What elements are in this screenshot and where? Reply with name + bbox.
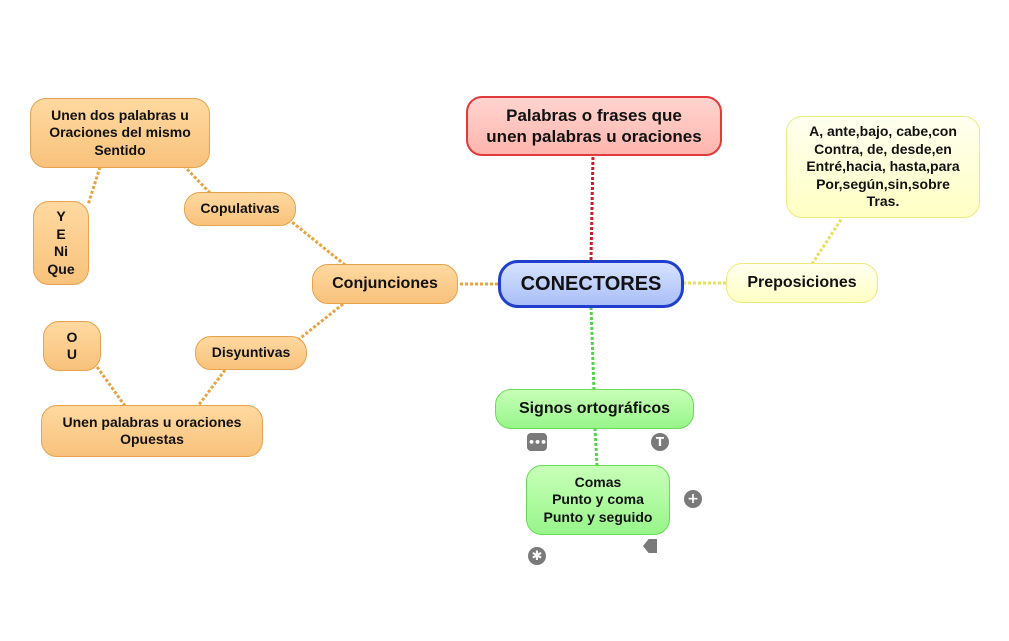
preposiciones-node[interactable]: Preposiciones [726,263,878,303]
link-desc-ou [93,363,127,407]
copulativas-label: Copulativas [200,200,280,217]
asterisk-icon[interactable]: ✱ [528,547,546,565]
link-center-definition [589,154,595,261]
disyuntivas-desc-label: Unen palabras u oraciones Opuestas [62,413,242,448]
copulativas-desc-label: Unen dos palabras u Oraciones del mismo … [49,106,191,158]
definition-node[interactable]: Palabras o frases que unen palabras u or… [466,96,722,156]
disyuntivas-label: Disyuntivas [211,344,291,361]
link-center-signos [589,306,596,391]
conjunciones-label: Conjunciones [332,275,438,292]
notes-icon[interactable]: ••• [527,433,547,451]
signos-examples-label: Comas Punto y coma Punto y seguido [543,473,653,525]
signos-examples-node[interactable]: Comas Punto y coma Punto y seguido [526,465,670,535]
disyuntivas-examples-node[interactable]: O U [43,321,101,371]
signos-label: Signos ortográficos [518,400,671,417]
plus-icon[interactable]: + [684,490,702,508]
text-icon[interactable]: T [651,433,669,451]
center-node[interactable]: CONECTORES [498,260,684,308]
link-signos-ejemplos [593,427,599,467]
copulativas-desc-node[interactable]: Unen dos palabras u Oraciones del mismo … [30,98,210,168]
conjunciones-node[interactable]: Conjunciones [312,264,458,304]
disyuntivas-node[interactable]: Disyuntivas [195,336,307,370]
link-conjunciones-copulativas [291,220,346,267]
preposiciones-examples-node[interactable]: A, ante,bajo, cabe,con Contra, de, desde… [786,116,980,218]
copulativas-examples-node[interactable]: Y E Ni Que [33,201,89,285]
copulativas-node[interactable]: Copulativas [184,192,296,226]
signos-node[interactable]: Signos ortográficos [495,389,694,429]
tag-icon[interactable] [643,539,657,553]
center-label: CONECTORES [520,272,662,295]
link-preposiciones-ejemplos [810,217,844,265]
preposiciones-label: Preposiciones [747,274,857,291]
link-copulativas-desc [183,165,212,195]
disyuntivas-examples-label: O U [66,328,78,363]
link-conjunciones-disyuntivas [297,302,344,342]
definition-label: Palabras o frases que unen palabras u or… [486,105,702,146]
preposiciones-examples-label: A, ante,bajo, cabe,con Contra, de, desde… [806,123,960,210]
link-disyuntivas-desc [196,369,227,407]
link-desc-ejemplos [86,166,102,206]
disyuntivas-desc-node[interactable]: Unen palabras u oraciones Opuestas [41,405,263,457]
copulativas-examples-label: Y E Ni Que [47,208,75,277]
